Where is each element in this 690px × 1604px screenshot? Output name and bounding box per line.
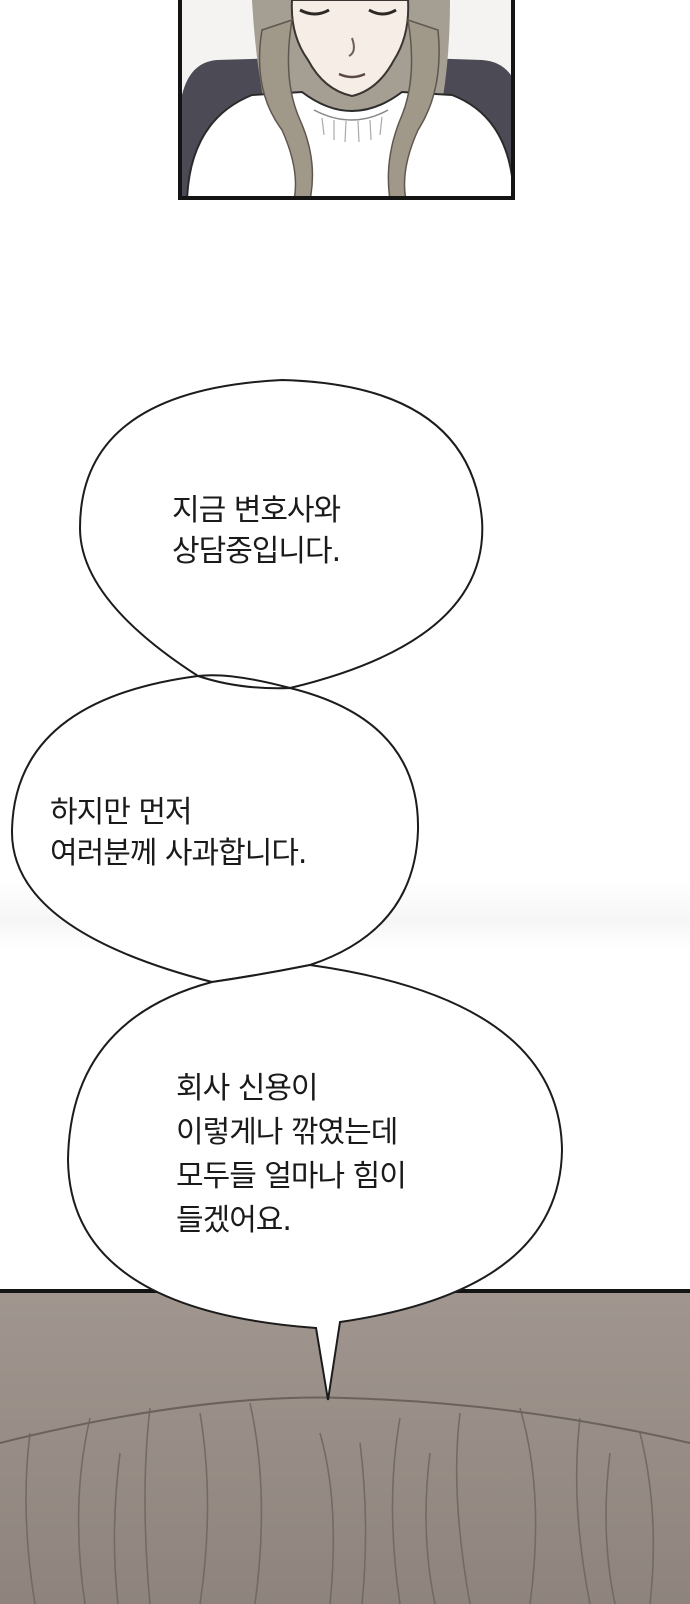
bubble-3-text: 회사 신용이 이렇게나 깎였는데 모두들 얼마나 힘이 들겠어요. [176, 1067, 407, 1243]
bubble-3-line-3: 모두들 얼마나 힘이 [176, 1159, 407, 1194]
bubble-1-line-1: 지금 변호사와 [172, 493, 341, 528]
top-panel-woman [178, 0, 515, 200]
speech-bubble-2 [10, 674, 420, 984]
bubble-3-line-1: 회사 신용이 [176, 1071, 319, 1106]
bubble-2-line-1: 하지만 먼저 [50, 795, 193, 830]
bubble-1-line-2: 상담중입니다. [172, 534, 341, 569]
bubble-3-line-2: 이렇게나 깎였는데 [176, 1115, 398, 1150]
bubble-2-line-2: 여러분께 사과합니다. [50, 836, 307, 871]
bottom-panel-hair [0, 1289, 690, 1604]
bubble-2-text: 하지만 먼저 여러분께 사과합니다. [50, 792, 307, 874]
bubble-3-line-4: 들겠어요. [176, 1203, 292, 1238]
bubble-1-text: 지금 변호사와 상담중입니다. [172, 490, 341, 572]
speech-bubble-3 [66, 963, 564, 1401]
speech-bubble-1 [78, 378, 484, 690]
